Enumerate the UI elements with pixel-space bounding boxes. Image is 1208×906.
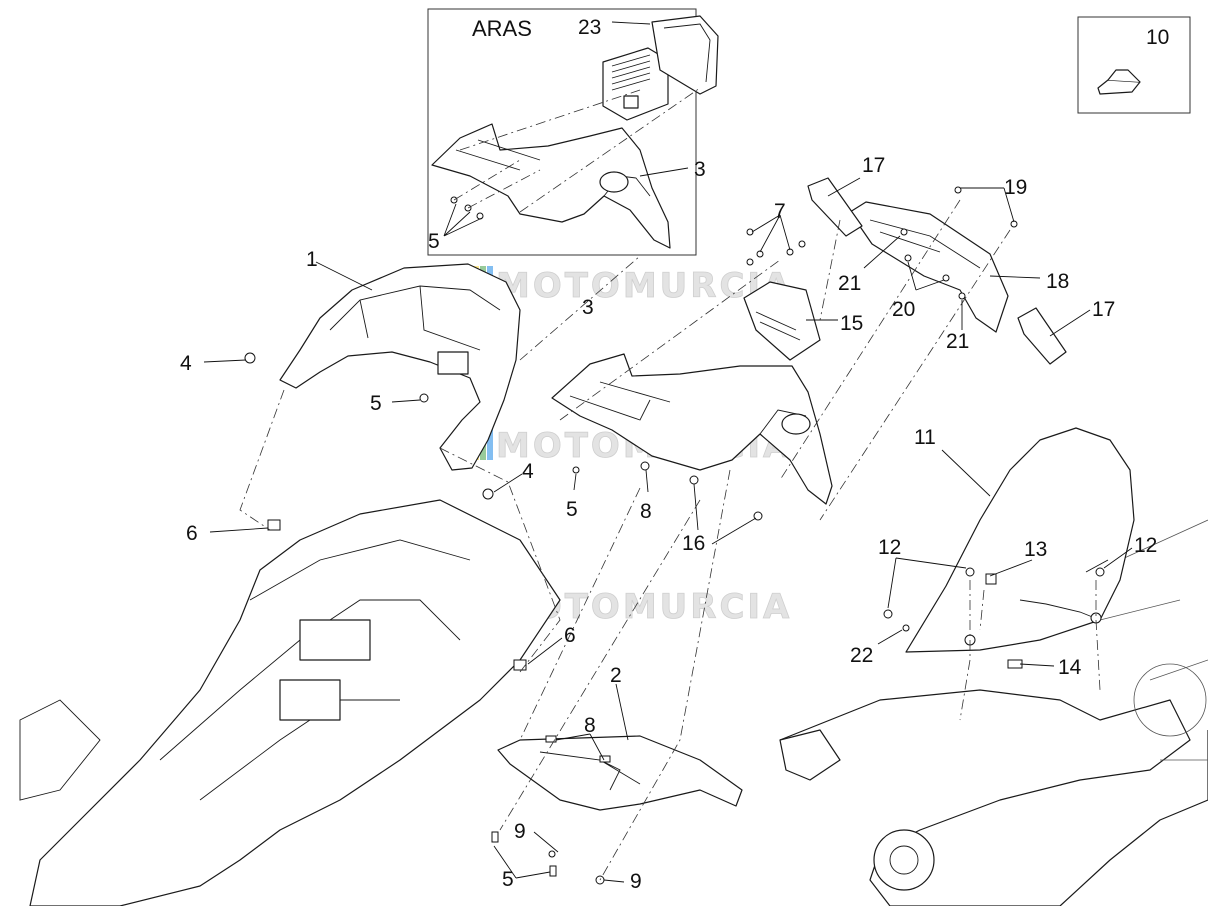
callout-9: 9 [630,870,642,893]
callout-1: 1 [306,248,318,271]
leader-lines [203,21,1133,883]
callout-8: 8 [584,714,596,737]
callout-21: 21 [946,330,969,353]
callout-3: 3 [582,296,594,319]
callout-12: 12 [878,536,901,559]
assembly-lines [239,199,1101,881]
reflector-right-drawing [1017,307,1067,365]
callout-labels: 23 3 5 1 4 5 4 6 6 7 3 15 5 8 16 17 19 2… [180,16,1157,893]
callout-23: 23 [578,16,601,39]
callout-20: 20 [892,298,915,321]
callout-16: 16 [682,532,705,555]
watermark-1: MOTOMURCIA [466,266,792,306]
callout-17: 17 [862,154,885,177]
callout-7: 7 [774,200,786,223]
callout-4: 4 [180,352,192,375]
callout-11: 11 [914,426,936,449]
callout-2: 2 [610,664,622,687]
rear-frame-drawing [19,499,561,906]
aras-inset: ARAS [427,8,719,256]
watermark-text: MOTOMURCIA [496,266,792,306]
aras-hugger-drawing [431,123,671,249]
clip-inset-frame [1077,16,1191,114]
clip-inset: 10 [1077,16,1191,114]
callout-14: 14 [1058,656,1082,679]
undertray-drawing [497,735,743,811]
callout-12: 12 [1134,534,1157,557]
callout-17: 17 [1092,298,1115,321]
callout-5: 5 [502,868,514,891]
callout-5: 5 [370,392,382,415]
callout-13: 13 [1024,538,1047,561]
callout-9: 9 [514,820,526,843]
swingarm-drawing [779,519,1208,906]
fasteners [244,186,1105,885]
clip-drawing [1097,79,1141,95]
callout-21: 21 [838,272,861,295]
callout-18: 18 [1046,270,1069,293]
callout-8: 8 [640,500,652,523]
clip-inset-label: 10 [1146,26,1169,49]
callout-3: 3 [694,158,706,181]
callout-5: 5 [428,230,440,253]
callout-6: 6 [564,624,576,647]
callout-4: 4 [522,460,534,483]
aras-module-drawing [602,15,719,121]
rear-hugger-11-drawing [905,427,1135,653]
reflector-drawing [743,281,821,361]
plate-holder-drawing [849,201,1009,333]
callout-5: 5 [566,498,578,521]
reflector-left-drawing [807,177,863,237]
clip-drawing-top [1107,69,1141,83]
aras-bolts [450,196,484,220]
callout-15: 15 [840,312,863,335]
rear-hugger-drawing [551,353,833,505]
callout-6: 6 [186,522,198,545]
callout-19: 19 [1004,176,1027,199]
callout-22: 22 [850,644,873,667]
seat-cowl-drawing [279,263,521,471]
aras-inset-title: ARAS [472,16,532,41]
aras-inset-frame [427,8,697,256]
